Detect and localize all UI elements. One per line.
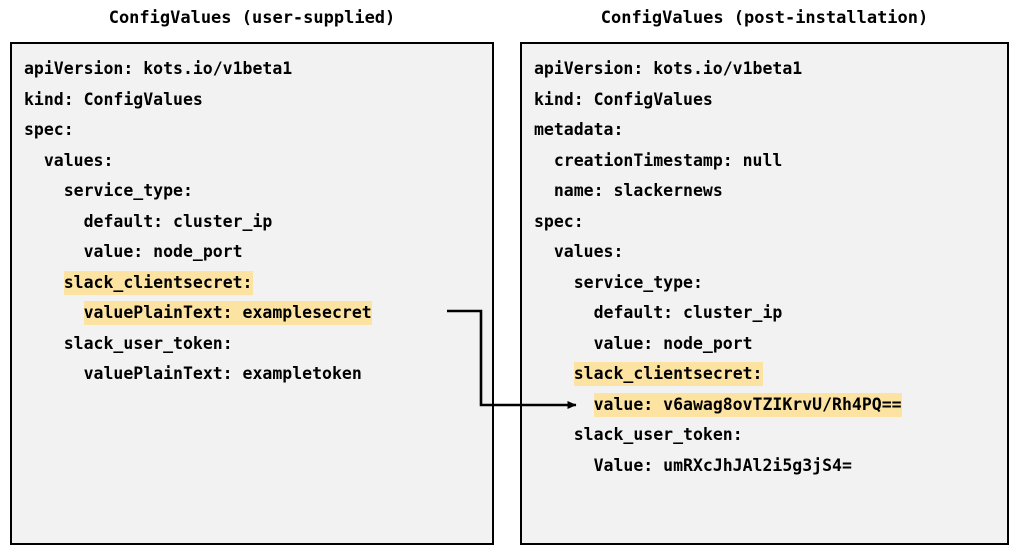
- code-indent: [24, 303, 84, 322]
- code-line: metadata:: [534, 115, 1007, 146]
- code-line-text: kind: ConfigValues: [534, 89, 713, 109]
- code-line-text: values:: [553, 242, 624, 261]
- code-line: valuePlainText: exampletoken: [24, 359, 492, 390]
- code-indent: [24, 334, 64, 353]
- code-line: kind: ConfigValues: [534, 85, 1007, 116]
- code-line: slack_clientsecret:: [24, 268, 492, 299]
- code-line: spec:: [534, 207, 1007, 238]
- code-indent: [534, 242, 554, 261]
- code-line: values:: [24, 146, 492, 177]
- code-indent: [534, 303, 594, 322]
- code-line-text: value: v6awag8ovTZIKrvU/Rh4PQ==: [593, 392, 902, 417]
- code-line: valuePlainText: examplesecret: [24, 298, 492, 329]
- code-indent: [534, 273, 574, 292]
- code-line: value: node_port: [534, 329, 1007, 360]
- code-panel-user-supplied: apiVersion: kots.io/v1beta1 kind: ConfigV…: [10, 42, 494, 545]
- code-line: value: v6awag8ovTZIKrvU/Rh4PQ==: [534, 390, 1007, 421]
- code-line-list-user-supplied: apiVersion: kots.io/v1beta1 kind: ConfigV…: [24, 54, 492, 390]
- code-indent: [24, 151, 44, 170]
- code-line: slack_user_token:: [534, 420, 1007, 451]
- code-line-text: values:: [43, 150, 114, 170]
- code-indent: [534, 364, 574, 383]
- code-line: default: cluster_ip: [534, 298, 1007, 329]
- code-line-text: spec:: [534, 211, 584, 231]
- code-line: slack_clientsecret:: [534, 359, 1007, 390]
- code-line-text: kind: ConfigValues: [24, 89, 203, 109]
- code-line-text: slack_clientsecret:: [63, 270, 253, 295]
- code-panel-post-installation: apiVersion: kots.io/v1beta1 kind: ConfigV…: [520, 42, 1009, 545]
- code-line-text: apiVersion: kots.io/v1beta1: [24, 59, 293, 78]
- code-line-text: default: cluster_ip: [83, 211, 273, 231]
- code-line: name: slackernews: [534, 176, 1007, 207]
- code-line-text: value: node_port: [83, 242, 243, 261]
- code-indent: [24, 364, 84, 383]
- code-line-text: valuePlainText: examplesecret: [83, 301, 372, 325]
- code-indent: [534, 151, 554, 170]
- code-line: service_type:: [24, 176, 492, 207]
- code-line: apiVersion: kots.io/v1beta1: [24, 54, 492, 85]
- code-indent: [24, 273, 64, 292]
- code-line: apiVersion: kots.io/v1beta1: [534, 54, 1007, 85]
- code-line: kind: ConfigValues: [24, 85, 492, 116]
- code-indent: [24, 242, 84, 261]
- code-line-text: apiVersion: kots.io/v1beta1: [534, 59, 803, 78]
- code-line-text: slack_user_token:: [573, 425, 743, 444]
- panel-title-post-installation: ConfigValues (post-installation): [600, 8, 929, 28]
- code-line-text: spec:: [24, 120, 74, 139]
- code-indent: [534, 456, 594, 475]
- code-line-text: creationTimestamp: null: [553, 150, 783, 170]
- code-line-text: service_type:: [573, 272, 703, 292]
- code-line-text: valuePlainText: exampletoken: [83, 364, 362, 383]
- code-indent: [534, 425, 574, 444]
- code-line: value: node_port: [24, 237, 492, 268]
- code-line: spec:: [24, 115, 492, 146]
- code-line: values:: [534, 237, 1007, 268]
- code-line: service_type:: [534, 268, 1007, 299]
- code-indent: [534, 395, 594, 414]
- code-line-text: slack_user_token:: [63, 333, 233, 353]
- code-line-list-post-installation: apiVersion: kots.io/v1beta1 kind: ConfigV…: [534, 54, 1007, 481]
- code-indent: [534, 181, 554, 200]
- code-line: creationTimestamp: null: [534, 146, 1007, 177]
- code-line-text: slack_clientsecret:: [573, 362, 763, 386]
- code-indent: [24, 181, 64, 200]
- code-line-text: default: cluster_ip: [593, 303, 783, 322]
- code-line: slack_user_token:: [24, 329, 492, 360]
- code-line-text: value: node_port: [593, 333, 753, 353]
- code-line-text: Value: umRXcJhJAl2i5g3jS4=: [593, 455, 852, 475]
- code-line: Value: umRXcJhJAl2i5g3jS4=: [534, 451, 1007, 482]
- code-line: default: cluster_ip: [24, 207, 492, 238]
- panel-title-user-supplied: ConfigValues (user-supplied): [108, 8, 396, 28]
- code-indent: [24, 212, 84, 231]
- code-line-text: service_type:: [63, 181, 193, 200]
- code-line-text: name: slackernews: [553, 181, 723, 200]
- code-line-text: metadata:: [534, 120, 624, 139]
- code-indent: [534, 334, 594, 353]
